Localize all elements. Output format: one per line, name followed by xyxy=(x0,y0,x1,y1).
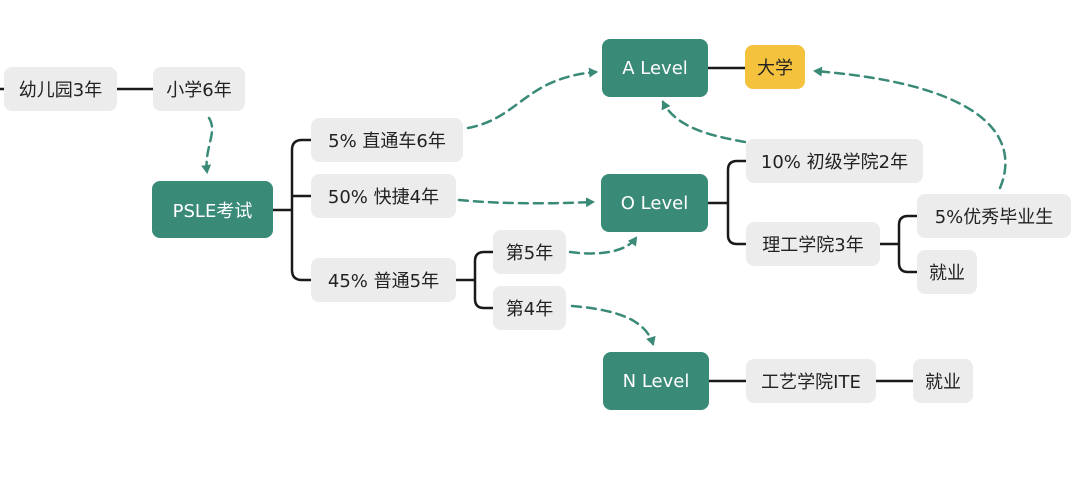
node-polytechnic: 理工学院3年 xyxy=(746,222,880,266)
arrow-year4-to-nlevel xyxy=(570,304,656,346)
arrow-juniorcollege-to-alevel xyxy=(661,100,747,144)
node-employment-poly: 就业 xyxy=(917,250,977,294)
node-university: 大学 xyxy=(745,45,805,89)
node-junior-college: 10% 初级学院2年 xyxy=(746,139,923,183)
node-excellent-graduates: 5%优秀毕业生 xyxy=(917,194,1071,238)
node-year4: 第4年 xyxy=(493,286,566,330)
arrow-excellentgrad-to-university xyxy=(813,66,1007,190)
arrow-direct-to-alevel xyxy=(466,67,598,130)
node-kindergarten: 幼儿园3年 xyxy=(4,67,117,111)
node-o-level: O Level xyxy=(601,174,708,232)
connector-psle-streams xyxy=(271,138,313,282)
node-express: 50% 快捷4年 xyxy=(311,174,456,218)
arrow-year5-to-olevel xyxy=(568,236,638,255)
connector-normal-years xyxy=(454,250,495,310)
node-direct-through: 5% 直通车6年 xyxy=(311,118,463,162)
node-employment-ite: 就业 xyxy=(913,359,973,403)
arrow-primary-to-psle xyxy=(201,116,214,174)
connector-olevel-branches xyxy=(706,159,748,246)
node-psle: PSLE考试 xyxy=(152,181,273,238)
node-normal: 45% 普通5年 xyxy=(311,258,456,302)
node-primary: 小学6年 xyxy=(153,67,245,111)
node-ite: 工艺学院ITE xyxy=(746,359,876,403)
connector-poly-branches xyxy=(878,214,919,274)
node-year5: 第5年 xyxy=(493,230,566,274)
node-n-level: N Level xyxy=(603,352,709,410)
node-a-level: A Level xyxy=(602,39,708,97)
arrow-express-to-olevel xyxy=(457,197,595,208)
